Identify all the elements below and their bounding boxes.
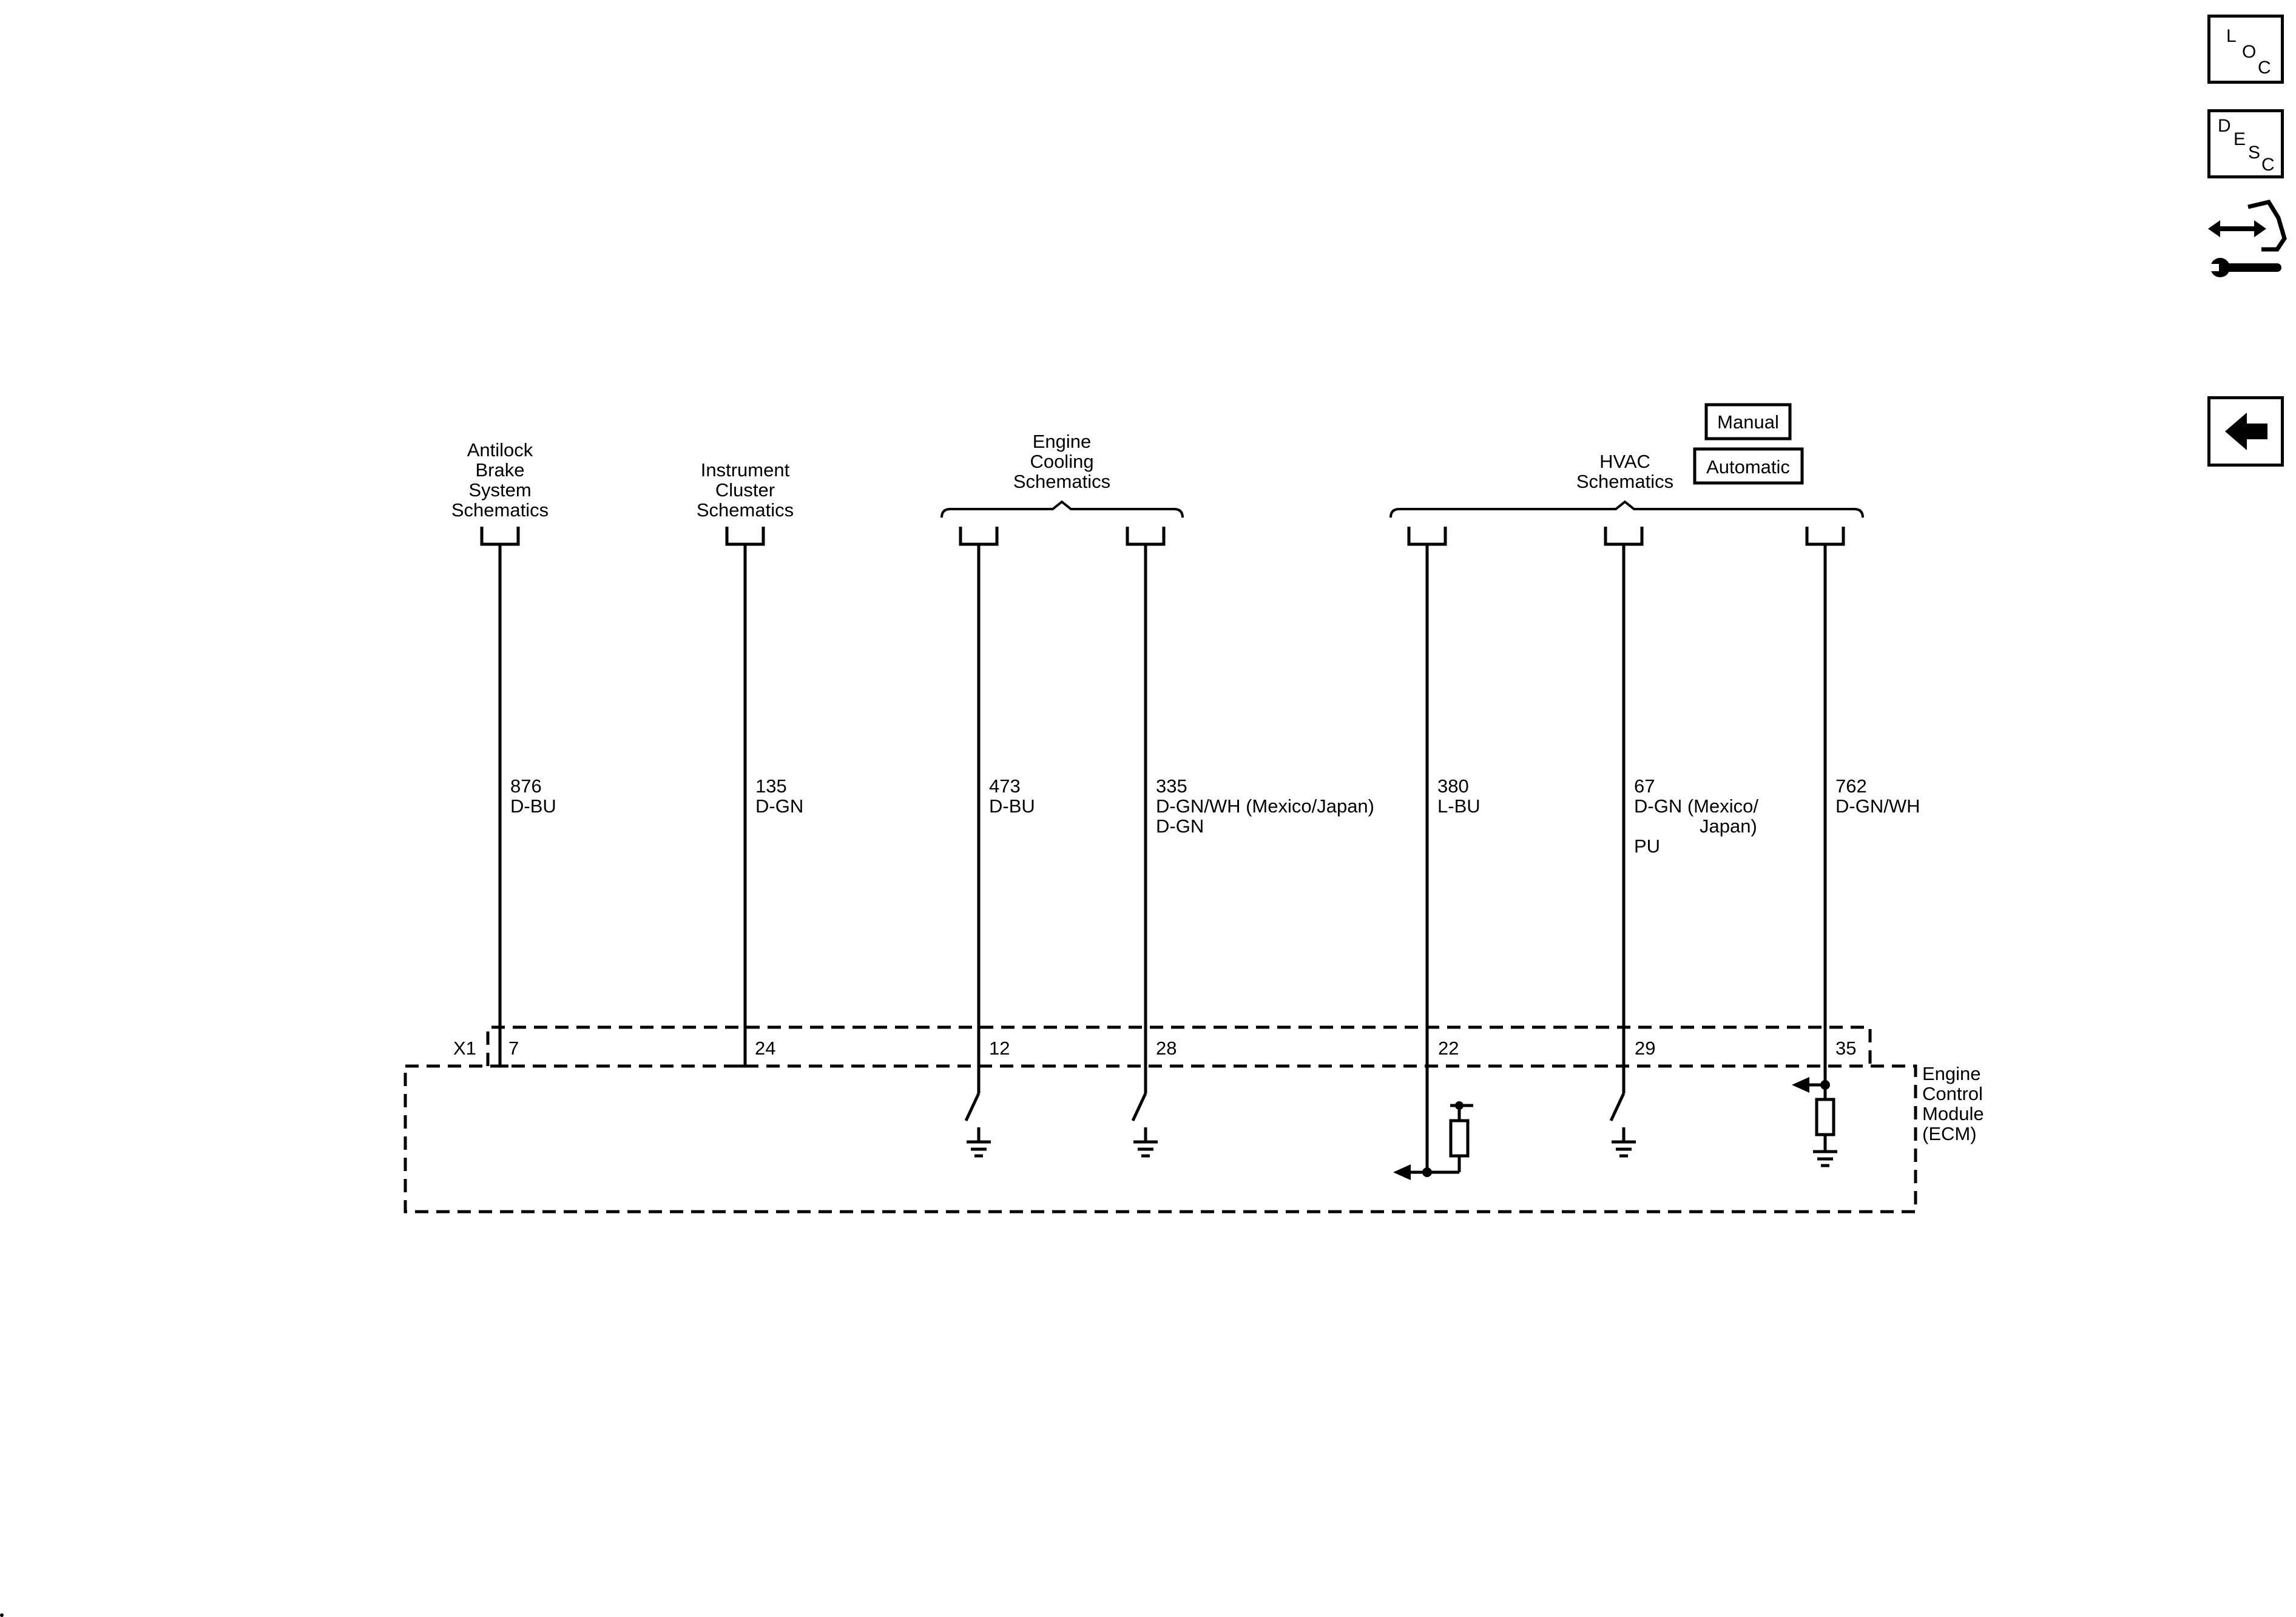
connector-repair-icon (2208, 200, 2287, 277)
automatic-button[interactable]: Automatic (1693, 447, 1804, 485)
hvac-schematics-link[interactable]: HVAC Schematics (1576, 451, 1673, 492)
cluster-label-line: Cluster (715, 479, 775, 501)
hvac-label-line: Schematics (1576, 471, 1673, 492)
abs-label-line: Schematics (451, 499, 549, 521)
desc-letter: C (2261, 155, 2275, 175)
switch-contact (1609, 1092, 1626, 1122)
connector-stub (1604, 527, 1644, 546)
instrument-cluster-schematics-link[interactable]: Instrument Cluster Schematics (697, 459, 794, 521)
manual-button-label: Manual (1717, 411, 1779, 433)
connector-repair-button[interactable] (2206, 197, 2288, 282)
pin-number: 29 (1635, 1038, 1655, 1059)
wire-color: D-GN (Mexico/ (1634, 795, 1758, 817)
ecm-label-line: Module (1922, 1103, 1984, 1124)
ground-symbol (1133, 1127, 1158, 1158)
connector-x1-outline (486, 1025, 1872, 1066)
ecm-label-line: (ECM) (1922, 1123, 1977, 1144)
desc-letter: D (2218, 116, 2231, 136)
loc-letter: L (2226, 26, 2237, 46)
circuit-876[interactable]: 876 D-BU 7 (480, 527, 556, 1068)
circuit-number: 335 (1156, 775, 1187, 797)
back-button[interactable] (2207, 396, 2284, 467)
pin-number: 12 (989, 1038, 1010, 1059)
pulldown-resistor-symbol (1792, 1077, 1837, 1167)
desc-letter: S (2248, 143, 2261, 163)
wire-color: D-BU (989, 795, 1035, 817)
wire-color: L-BU (1437, 795, 1481, 817)
connector-stub (1407, 527, 1447, 546)
cluster-label-line: Instrument (701, 459, 790, 481)
circuit-number: 67 (1634, 775, 1655, 797)
wire-color: D-GN/WH (Mexico/Japan) (1156, 795, 1374, 817)
connector-label: X1 (453, 1038, 476, 1059)
engine-cooling-schematics-link[interactable]: Engine Cooling Schematics (1013, 431, 1110, 492)
cooling-label-line: Engine (1033, 431, 1092, 452)
ecm-label: Engine Control Module (ECM) (1922, 1063, 1984, 1144)
cooling-brace (940, 500, 1184, 518)
wire-color: D-BU (510, 795, 556, 817)
circuit-number: 473 (989, 775, 1021, 797)
desc-letter: E (2234, 129, 2246, 149)
loc-letter: C (2258, 58, 2271, 78)
connector-stub (725, 527, 765, 546)
abs-label-line: Brake (476, 459, 525, 481)
automatic-button-label: Automatic (1706, 456, 1790, 478)
switch-contact (1131, 1092, 1147, 1122)
switch-contact (964, 1092, 981, 1122)
circuit-number: 380 (1437, 775, 1469, 797)
ecm-label-line: Control (1922, 1083, 1983, 1104)
cluster-label-line: Schematics (697, 499, 794, 521)
circuit-67[interactable]: 67 D-GN (Mexico/ Japan) PU 29 (1604, 527, 1758, 1122)
location-button[interactable]: L O C (2207, 15, 2284, 84)
wire-group: 876 D-BU 7 135 D-GN 24 473 D-BU 12 335 (480, 527, 1920, 1172)
pin-number: 22 (1438, 1038, 1459, 1059)
connector-stub (959, 527, 999, 546)
cooling-label-line: Schematics (1013, 471, 1110, 492)
loc-letter: O (2242, 42, 2257, 62)
circuit-135[interactable]: 135 D-GN 24 (725, 527, 803, 1068)
abs-label-line: Antilock (467, 439, 533, 461)
ecm-label-line: Engine (1922, 1063, 1981, 1084)
hvac-label-line: HVAC (1599, 451, 1650, 472)
ground-symbol (967, 1127, 991, 1158)
abs-schematics-link[interactable]: Antilock Brake System Schematics (451, 439, 549, 521)
circuit-380[interactable]: 380 L-BU 22 (1407, 527, 1481, 1172)
back-arrow-icon (2225, 413, 2267, 450)
wire-color-alt: D-GN (1156, 815, 1204, 837)
circuit-762[interactable]: 762 D-GN/WH 35 (1805, 527, 1920, 1099)
hvac-brace (1389, 500, 1864, 518)
ecm-outline (403, 1064, 1917, 1214)
circuit-number: 135 (755, 775, 787, 797)
manual-button[interactable]: Manual (1704, 403, 1792, 441)
circuit-number: 762 (1835, 775, 1867, 797)
pin-number: 7 (508, 1038, 519, 1059)
pullup-resistor-symbol (1393, 1101, 1473, 1180)
pin-number: 28 (1156, 1038, 1177, 1059)
ground-symbol (1612, 1127, 1636, 1158)
pin-number: 35 (1835, 1038, 1856, 1059)
circuit-number: 876 (510, 775, 542, 797)
pin-number: 24 (755, 1038, 775, 1059)
wire-color: D-GN (755, 795, 803, 817)
connector-stub (480, 527, 520, 546)
connector-stub (1805, 527, 1845, 546)
wire-color-cont: Japan) (1700, 815, 1757, 837)
circuit-335[interactable]: 335 D-GN/WH (Mexico/Japan) D-GN 28 (1126, 527, 1374, 1122)
connector-stub (1126, 527, 1166, 546)
cooling-label-line: Cooling (1030, 451, 1093, 472)
description-button[interactable]: D E S C (2207, 109, 2284, 178)
wire-color: D-GN/WH (1835, 795, 1920, 817)
wire-color-alt: PU (1634, 836, 1660, 857)
circuit-473[interactable]: 473 D-BU 12 (959, 527, 1035, 1122)
corner-dot (0, 1613, 4, 1617)
abs-label-line: System (468, 479, 531, 501)
